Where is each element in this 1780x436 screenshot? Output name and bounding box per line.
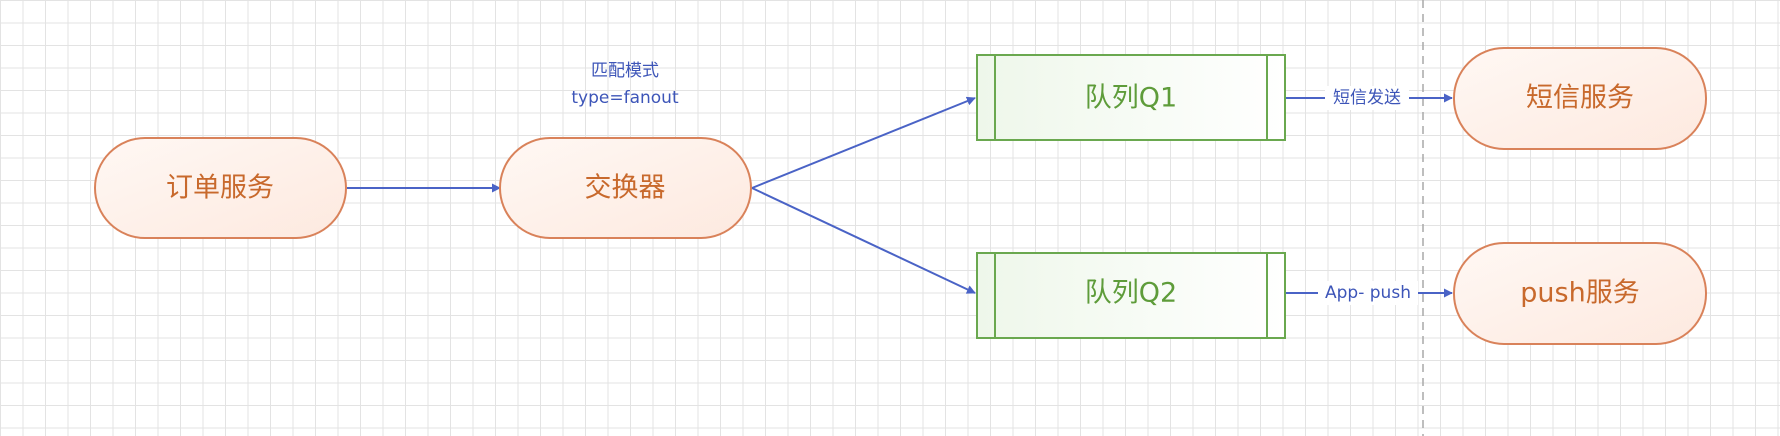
node-queue-q1-label: 队列Q1 <box>1085 83 1177 114</box>
edge-exchange-to-q1 <box>751 96 976 189</box>
node-sms-service: 短信服务 <box>1453 47 1707 150</box>
node-sms-service-label: 短信服务 <box>1526 83 1634 114</box>
edge-label-bg-sms <box>1325 86 1409 110</box>
node-order-service-label: 订单服务 <box>166 173 274 204</box>
node-push-service: push服务 <box>1453 242 1707 345</box>
node-queue-q2: 队列Q2 <box>976 252 1286 339</box>
edge-label-app-push: App- push <box>1325 283 1411 303</box>
node-push-service-label: push服务 <box>1520 278 1639 309</box>
node-queue-q1: 队列Q1 <box>976 54 1286 141</box>
node-order-service: 订单服务 <box>94 137 347 239</box>
edge-label-bg-push <box>1318 281 1418 305</box>
node-queue-q2-label: 队列Q2 <box>1085 278 1177 309</box>
node-exchange-label: 交换器 <box>585 173 666 204</box>
edge-label-sms-send: 短信发送 <box>1333 88 1401 108</box>
exchange-type-label: type=fanout <box>571 88 679 108</box>
edge-exchange-to-q2 <box>751 187 976 294</box>
exchange-mode-label: 匹配模式 <box>591 61 659 81</box>
node-exchange: 交换器 <box>499 137 752 239</box>
